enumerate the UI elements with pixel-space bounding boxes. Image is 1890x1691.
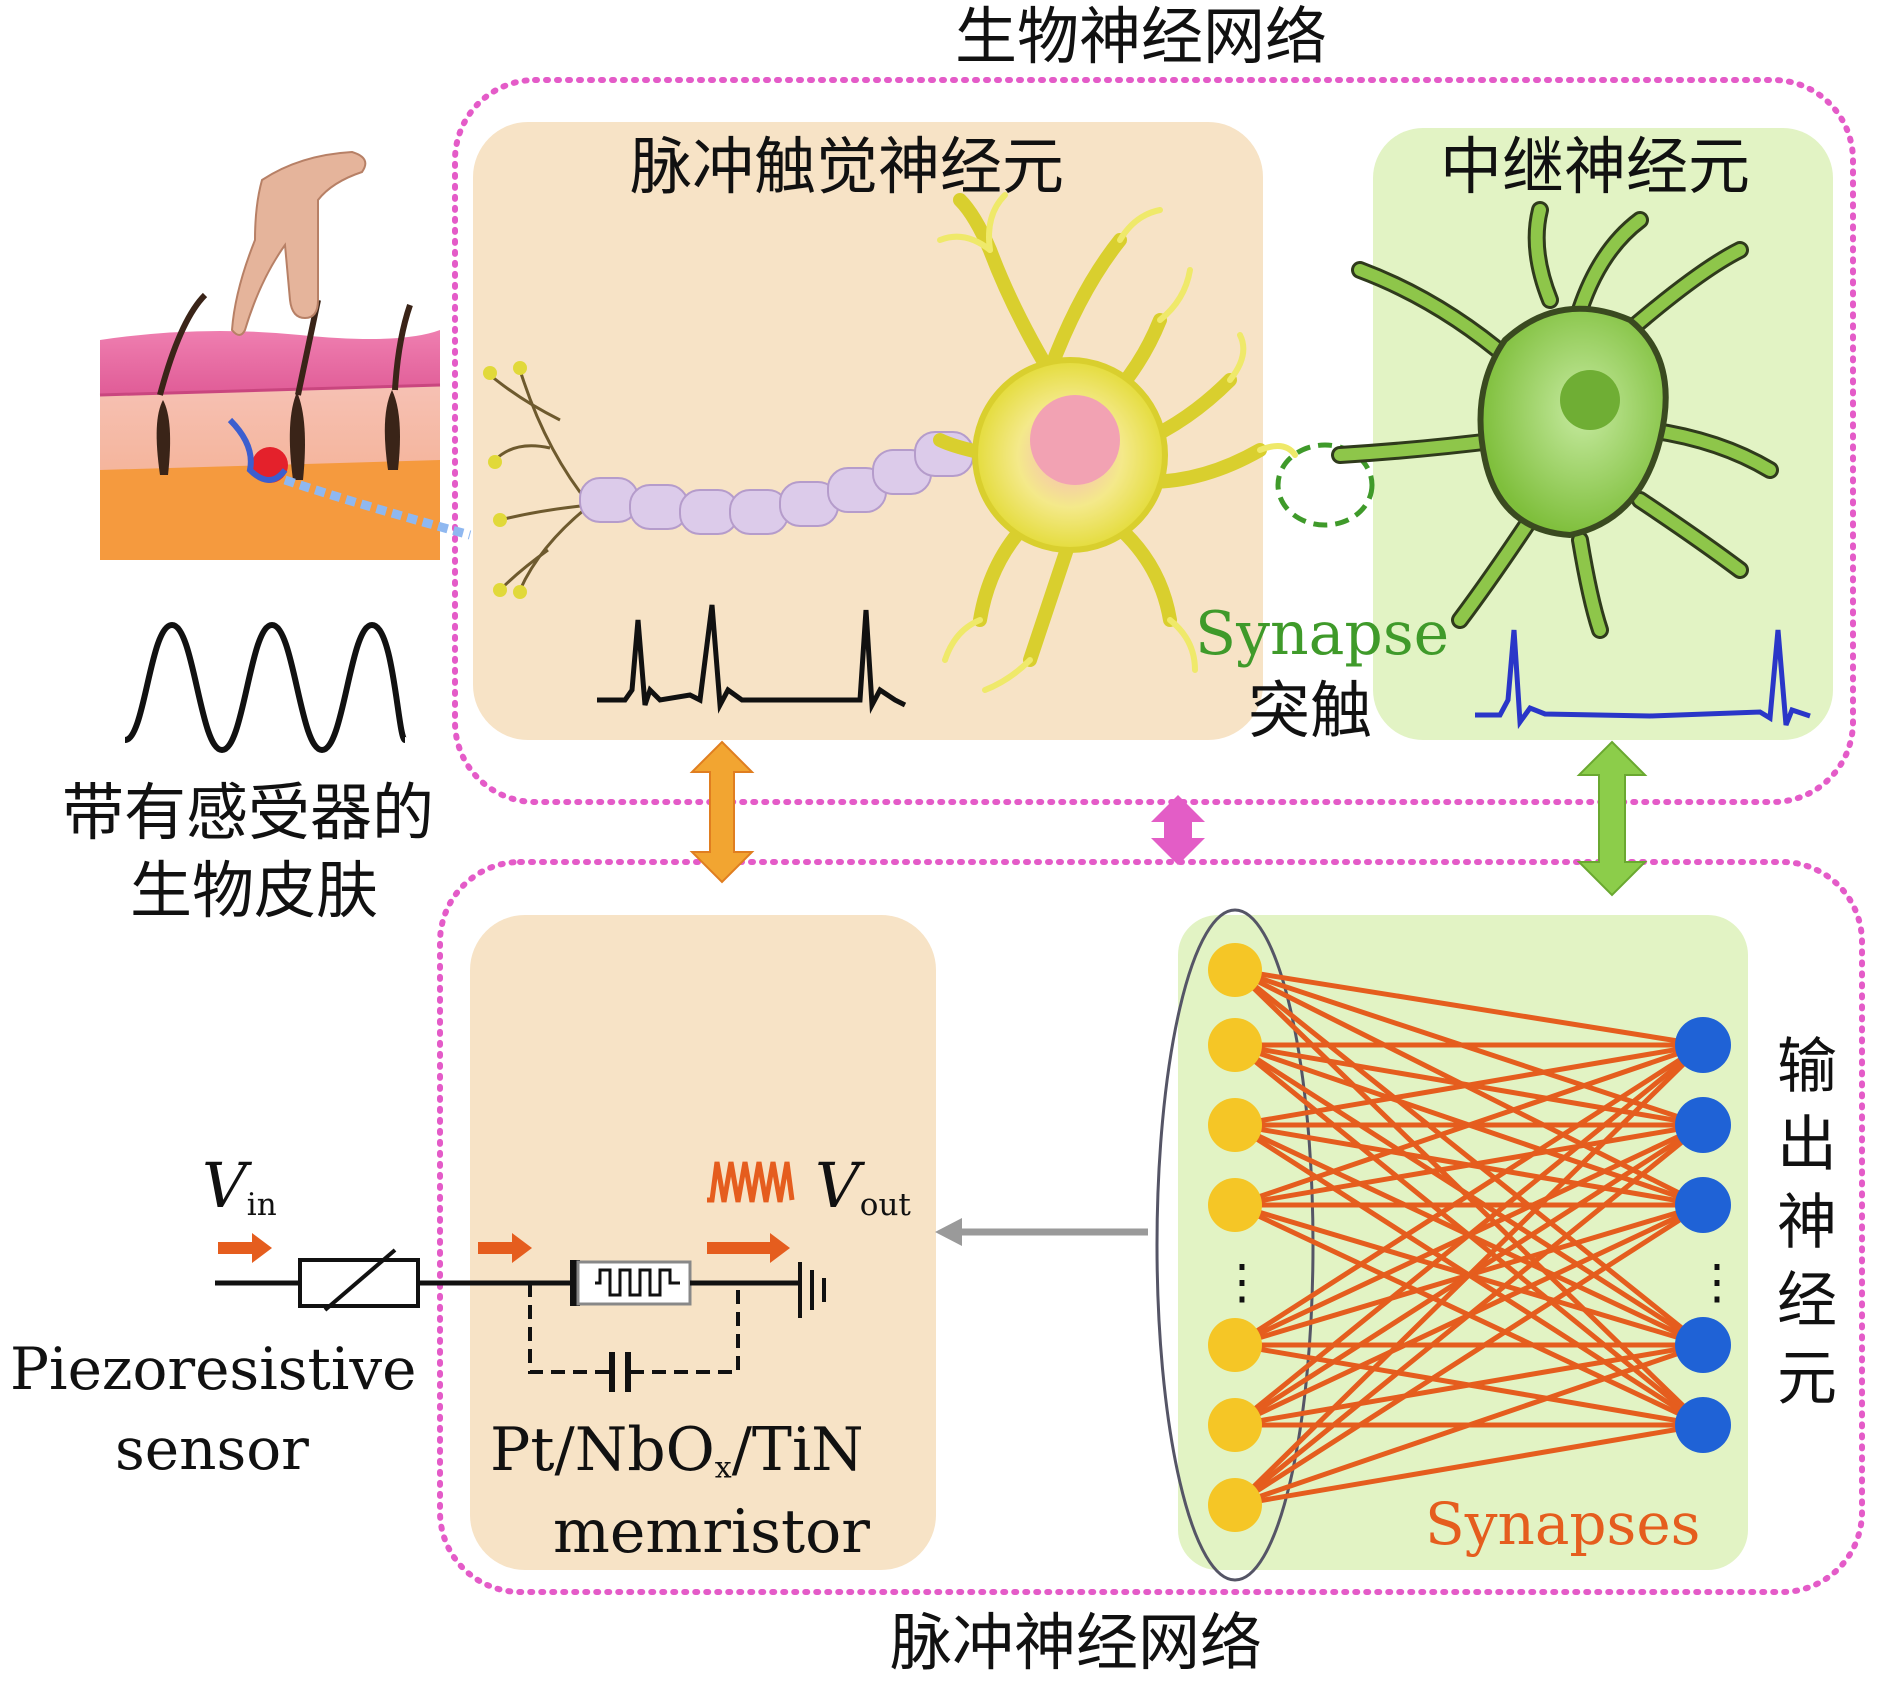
output-neuron-node [1675,1017,1731,1073]
input-neuron-node [1208,1018,1262,1072]
input-neuron-node [1208,943,1262,997]
output-neurons-label: 输 出 神 经 元 [1777,1032,1837,1414]
synapse-label: Synapse [1195,599,1450,669]
network-link-arrow [1151,795,1205,865]
relay-neuron-icon [1331,201,1779,639]
synapse-edge [1233,1043,1705,1427]
memristor-label: memristor [553,1497,870,1567]
tactile-neuron-panel [473,122,1263,740]
synapses-label: Synapses [1425,1490,1701,1558]
finger-touch-icon [230,150,367,336]
synapse-edge [1233,1042,1705,1348]
synapse-edge [1234,1422,1704,1508]
current-arrows [218,1233,790,1263]
sensor-label-line2: sensor [115,1415,309,1483]
spiking-network-border [437,859,1865,1595]
output-nodes [1675,1017,1731,1453]
input-layer-ellipse [1155,908,1315,1582]
bio-network-border [452,77,1856,805]
relay-spike-train [1475,629,1811,730]
synapse-edge [1234,1122,1704,1208]
input-ellipsis: ⋮ [1218,1254,1266,1310]
vin-label: Vin [202,1149,277,1223]
skin-sine-wave [123,621,408,754]
sensor-label-line1: Piezoresistive [10,1335,417,1403]
output-ellipsis: ⋮ [1693,1254,1741,1310]
synapse-edge [1234,1042,1704,1128]
synapse-edge [1234,967,1704,1048]
relay-neuron-title: 中继神经元 [1440,130,1751,203]
skin-label-line1: 带有感受器的 [62,776,435,849]
tactile-link-arrow [689,740,755,884]
output-neuron-node [1675,1177,1731,1233]
input-neuron-node [1208,1098,1262,1152]
skin-receptor-icon [99,292,472,560]
output-neuron-node [1675,1317,1731,1373]
synapse-edge [1234,1342,1704,1508]
memristor-formula: Pt/NbOx/TiN [490,1415,864,1486]
input-neuron-node [1208,1178,1262,1232]
neuron-icon [933,192,1298,693]
skin-label-line2: 生物皮肤 [130,854,379,927]
memristor-circuit [215,1248,826,1392]
snn-to-memristor-arrow [935,1218,1148,1246]
output-neuron-node [1675,1397,1731,1453]
myelin-axon-icon [579,431,974,535]
relay-link-arrow [1576,740,1648,897]
synapse-edge [1233,1043,1705,1507]
synapse-edge [1234,1342,1704,1428]
synapse-label-cn: 突触 [1248,674,1373,747]
input-neuron-node [1208,1318,1262,1372]
synapse-edge [1233,1202,1705,1508]
input-neuron-node [1208,1398,1262,1452]
vout-label: Vout [815,1149,911,1223]
vout-pulse-icon [707,1161,795,1203]
axon-terminal-bulbs [483,361,527,599]
memristor-panel [470,915,936,1570]
synapse-circle [1275,442,1375,528]
synapse-edge [1234,1042,1704,1208]
input-nodes [1208,943,1262,1532]
bio-network-title: 生物神经网络 [955,0,1328,73]
synapse-edge [1233,968,1705,1347]
synapse-edge [1233,1123,1705,1507]
output-neuron-node [1675,1097,1731,1153]
input-neuron-node [1208,1478,1262,1532]
tactile-neuron-title: 脉冲触觉神经元 [630,130,1065,203]
tactile-spike-train [597,604,907,714]
synapse-edges [1233,967,1705,1508]
spiking-network-title: 脉冲神经网络 [890,1606,1263,1679]
